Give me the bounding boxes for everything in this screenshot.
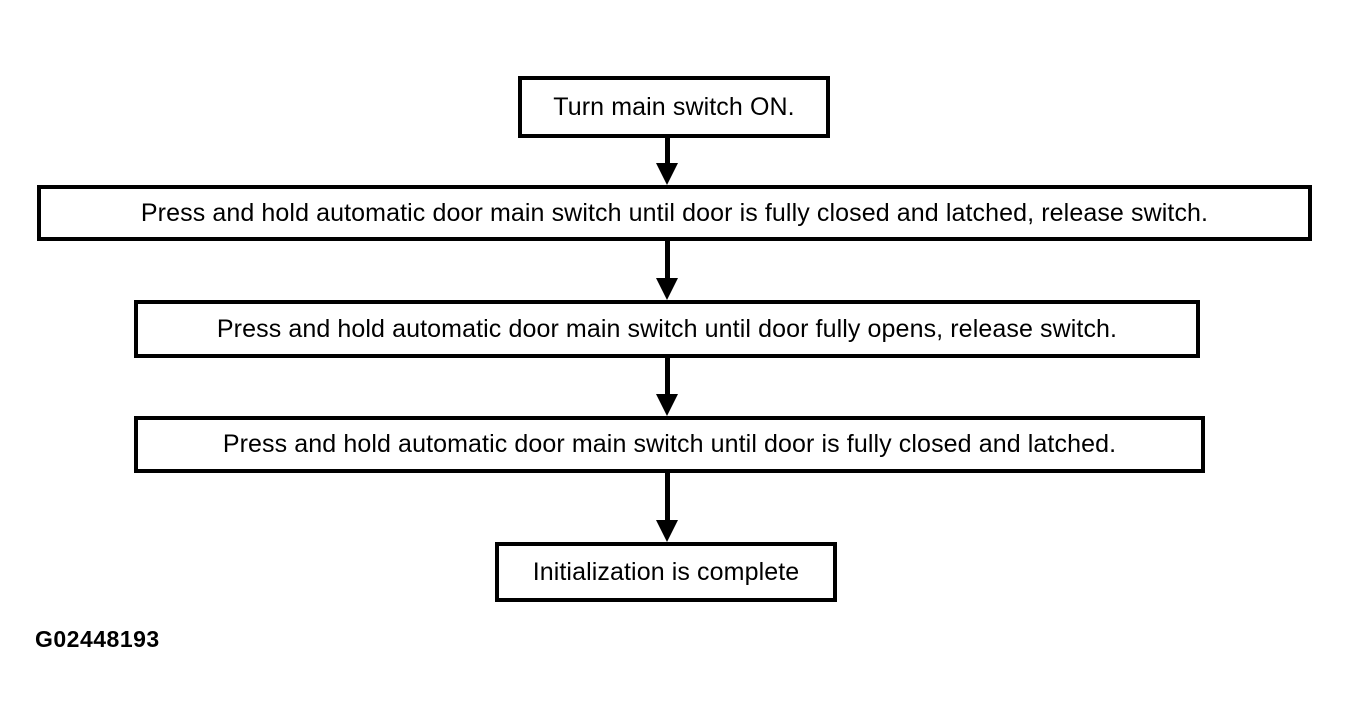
arrow-head-icon: [656, 163, 678, 185]
flow-step-close-and-latch: Press and hold automatic door main switc…: [134, 416, 1205, 473]
figure-id-label: G02448193: [35, 626, 160, 652]
arrow-stem: [664, 138, 670, 163]
down-arrow-1: [656, 138, 678, 185]
flow-step-label: Turn main switch ON.: [553, 92, 795, 121]
arrow-stem: [664, 358, 670, 394]
arrow-stem: [664, 473, 670, 520]
arrow-head-icon: [656, 520, 678, 542]
flow-step-label: Initialization is complete: [532, 557, 800, 586]
down-arrow-2: [656, 241, 678, 300]
down-arrow-4: [656, 473, 678, 542]
flow-step-fully-opens-release: Press and hold automatic door main switc…: [134, 300, 1200, 358]
flow-step-label: Press and hold automatic door main switc…: [140, 198, 1209, 227]
arrow-stem: [664, 241, 670, 278]
flow-step-close-and-latch-release: Press and hold automatic door main switc…: [37, 185, 1312, 241]
down-arrow-3: [656, 358, 678, 416]
arrow-head-icon: [656, 278, 678, 300]
flow-step-label: Press and hold automatic door main switc…: [216, 314, 1118, 343]
flow-step-initialization-complete: Initialization is complete: [495, 542, 837, 602]
arrow-head-icon: [656, 394, 678, 416]
flow-step-label: Press and hold automatic door main switc…: [222, 430, 1117, 458]
flow-step-turn-main-switch-on: Turn main switch ON.: [518, 76, 830, 138]
